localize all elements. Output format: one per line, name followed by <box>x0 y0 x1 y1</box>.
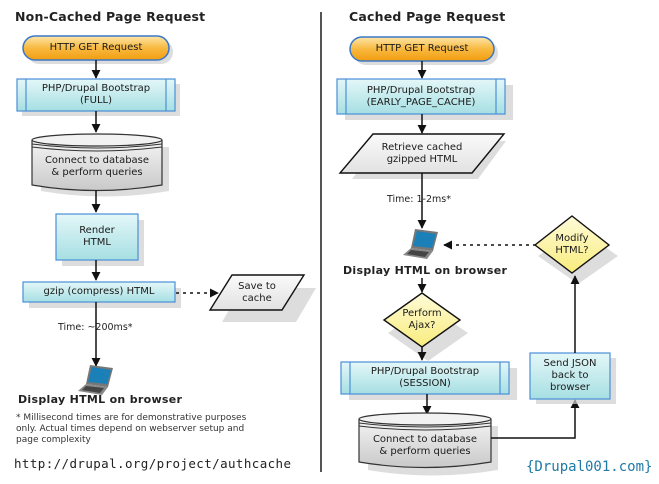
right-retrieve-cache-data <box>338 133 506 179</box>
right-time-label: Time: 1-2ms* <box>387 194 451 205</box>
left-render-process <box>55 213 144 266</box>
right-title: Cached Page Request <box>349 9 506 24</box>
right-display-label: Display HTML on browser <box>343 264 508 277</box>
left-save-cache-data <box>208 274 316 322</box>
left-laptop-icon <box>78 365 113 395</box>
footnote: * Millisecond times are for demonstrativ… <box>16 413 247 445</box>
right-retrieve-label: Retrieve cached gzipped HTML <box>381 142 463 165</box>
right-modify-decision <box>533 215 618 284</box>
left-db-label: Connect to database & perform queries <box>44 155 150 178</box>
right-db-label: Connect to database & perform queries <box>372 434 478 457</box>
right-session-label: PHP/Drupal Bootstrap (SESSION) <box>370 366 480 389</box>
right-start-terminal <box>349 36 498 65</box>
right-modify-label: Modify HTML? <box>555 233 589 256</box>
right-bootstrap-process <box>336 78 513 120</box>
left-time-label: Time: ~200ms* <box>58 322 133 333</box>
left-database-cylinder <box>31 133 169 197</box>
left-title: Non-Cached Page Request <box>15 9 206 24</box>
left-bootstrap-label: PHP/Drupal Bootstrap (FULL) <box>41 83 151 106</box>
left-start-terminal <box>22 35 173 64</box>
right-ajax-label: Perform Ajax? <box>402 308 442 331</box>
right-bootstrap-label: PHP/Drupal Bootstrap (EARLY_PAGE_CACHE) <box>366 84 476 108</box>
left-display-label: Display HTML on browser <box>18 393 183 406</box>
brand-watermark: {Drupal001.com} <box>526 459 653 475</box>
right-database-cylinder <box>358 412 498 476</box>
right-laptop-icon <box>403 229 438 259</box>
left-gzip-process <box>22 281 181 308</box>
right-json-label: Send JSON back to browser <box>543 358 597 393</box>
left-save-label: Save to cache <box>238 281 276 304</box>
left-start-label: HTTP GET Request <box>49 42 143 53</box>
right-send-json-process <box>529 352 616 404</box>
left-gzip-label: gzip (compress) HTML <box>43 286 155 297</box>
right-start-label: HTTP GET Request <box>375 43 469 54</box>
right-session-process <box>340 361 517 400</box>
project-url[interactable]: http://drupal.org/project/authcache <box>14 456 292 471</box>
left-render-label: Render HTML <box>79 225 115 248</box>
arrow <box>491 399 580 439</box>
